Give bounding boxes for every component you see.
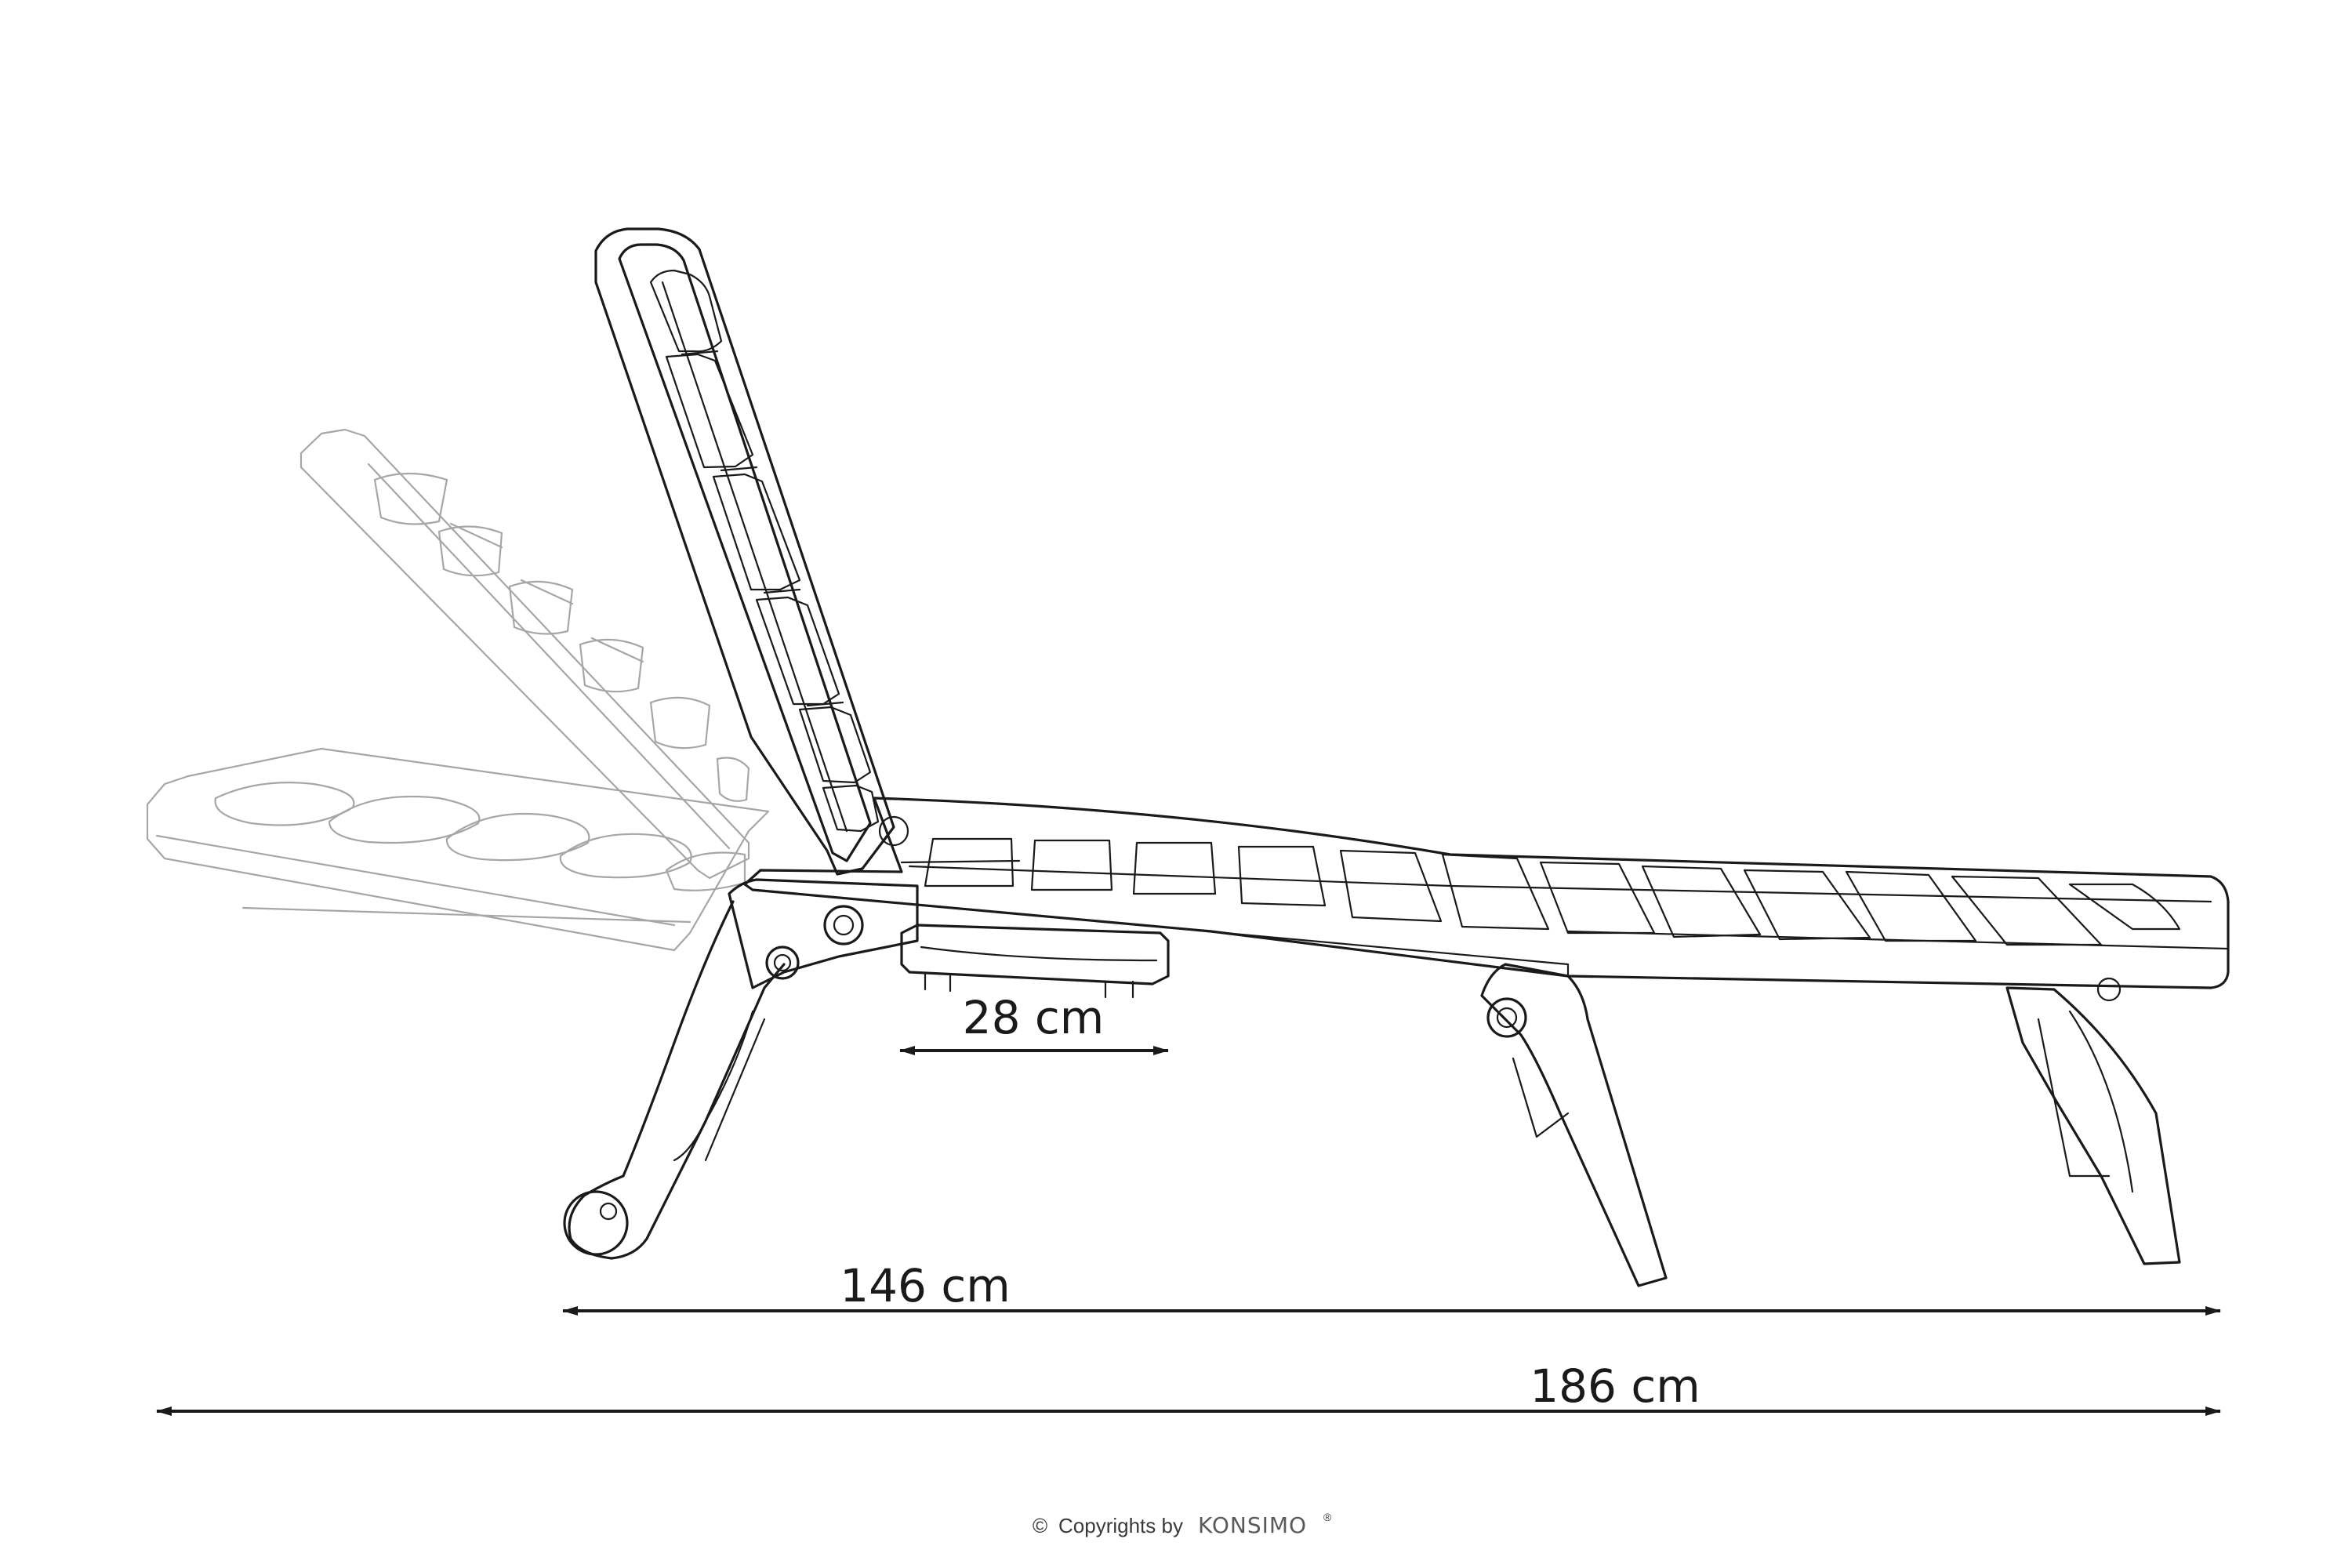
seat-frame	[743, 797, 2230, 989]
seat-length-label: 146 cm	[840, 1259, 1011, 1312]
ghost-backrest-reclined	[299, 428, 750, 880]
dimension-total-length: 186 cm	[156, 1359, 2221, 1416]
brand-logo-text: KONSIMO	[1198, 1512, 1307, 1538]
copyright-text: Copyrights by	[1058, 1514, 1183, 1537]
registered-mark: ®	[1323, 1511, 1332, 1523]
front-leg-wheel	[563, 900, 786, 1260]
backrest-upright	[594, 227, 895, 876]
rear-leg	[2005, 977, 2181, 1265]
front-frame	[728, 878, 1170, 999]
middle-leg	[1480, 963, 1668, 1287]
dimension-handle: 28 cm	[899, 991, 1169, 1055]
handle-width-label: 28 cm	[963, 991, 1105, 1044]
total-length-label: 186 cm	[1530, 1359, 1700, 1413]
dimension-seat-length: 146 cm	[562, 1259, 2221, 1316]
copyright-symbol: ©	[1033, 1514, 1047, 1537]
copyright-credit: © Copyrights by KONSIMO ®	[1033, 1511, 1332, 1538]
ghost-backrest-flat	[146, 747, 770, 952]
